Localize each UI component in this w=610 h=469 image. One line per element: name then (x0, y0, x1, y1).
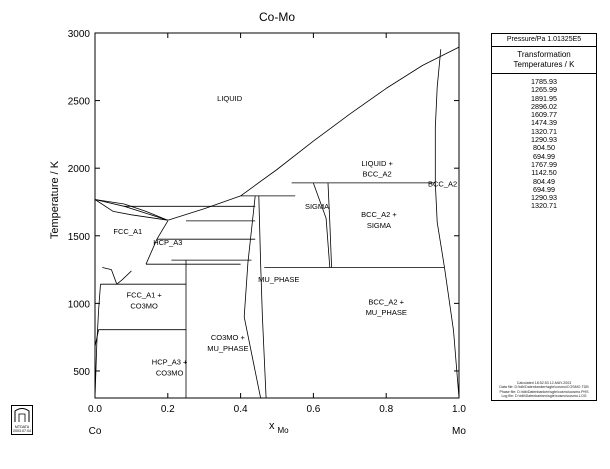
phase-boundary-line (94, 46, 460, 221)
phase-label: BCC_A2 (363, 170, 392, 179)
footer-line: Calculated 18:52:53 12-MAY-2003 (516, 381, 572, 386)
phase-label: CO3MO + (211, 333, 246, 342)
info-panel: Pressure/Pa 1.01325E5 Transformation Tem… (491, 33, 597, 401)
phase-boundary-line (116, 270, 132, 285)
plot-border (94, 32, 460, 399)
footer-line: Log file: D:\tdb\Datenbanken\sgte\cosmo\… (501, 393, 587, 398)
phase-label: BCC_A2 + (361, 210, 397, 219)
y-tick-label: 2000 (68, 164, 91, 175)
logo-icon (14, 408, 30, 422)
phase-label: CO3MO (156, 368, 184, 377)
x-axis-label-sub: Mo (278, 426, 290, 435)
x-tick-label: 0.8 (379, 404, 393, 415)
phase-boundary-line (102, 267, 118, 285)
phase-label: HCP_A3 + (152, 358, 188, 367)
transformation-temperature: 1609.77 (531, 110, 557, 120)
footer-line: Phase file: D:\tdb\Datenbanken\sgte\cosm… (499, 389, 589, 394)
phase-label: LIQUID (217, 94, 243, 103)
y-axis-label: Temperature / K (49, 160, 61, 239)
transformation-temperature: 1142.50 (531, 168, 557, 178)
transformation-temperature: 1767.99 (531, 159, 557, 169)
phase-boundary-line (145, 239, 158, 265)
phase-label: SIGMA (305, 202, 329, 211)
phase-boundary-line (94, 199, 168, 221)
phase-label: FCC_A1 (113, 227, 142, 236)
x-tick-label: 1.0 (452, 404, 466, 415)
phase-boundary-line (156, 220, 169, 240)
transformation-title-line1: Transformation (517, 50, 571, 59)
y-tick-label: 500 (73, 367, 90, 378)
transformation-temperature: 694.99 (533, 151, 555, 161)
phase-boundary-line (434, 49, 460, 399)
phase-label: BCC_A2 (428, 180, 457, 189)
phase-label: BCC_A2 + (368, 297, 404, 306)
transformation-temperature: 1290.93 (531, 193, 557, 203)
phase-boundary-line (258, 195, 267, 399)
y-tick-label: 1000 (68, 299, 91, 310)
phase-boundary-line (243, 195, 261, 399)
transformation-temperature: 804.50 (533, 143, 555, 153)
phase-label: MU_PHASE (258, 275, 299, 284)
x-tick-label: 0.0 (88, 404, 102, 415)
transformation-temperature: 804.49 (533, 176, 555, 186)
transformation-temperature: 1290.93 (531, 135, 557, 145)
phase-label: FCC_A1 + (127, 291, 163, 300)
transformation-temperature: 1474.39 (531, 118, 557, 128)
y-tick-label: 2500 (68, 97, 91, 108)
y-tick-label: 3000 (68, 29, 91, 40)
transformation-temperature: 2896.02 (531, 101, 557, 111)
phase-boundary-line (94, 310, 99, 399)
transformation-title: Transformation Temperatures / K (492, 50, 596, 74)
phase-label: CO3MO (130, 301, 158, 310)
chart-title: Co-Mo (259, 10, 295, 24)
left-element-label: Co (89, 426, 102, 437)
x-tick-label: 0.6 (306, 404, 320, 415)
transformation-title-line2: Temperatures / K (513, 60, 575, 69)
phase-label: LIQUID + (361, 159, 393, 168)
phase-label: MU_PHASE (366, 308, 407, 317)
phase-boundaries (94, 46, 460, 399)
phase-boundary-line (94, 199, 168, 221)
phase-label: MU_PHASE (207, 344, 248, 353)
x-axis-label-main: x (269, 420, 275, 432)
transformation-temperature: 1785.93 (531, 77, 557, 86)
transformation-temperature: 694.99 (533, 184, 555, 194)
y-tick-label: 1500 (68, 232, 91, 243)
phase-label: SIGMA (367, 221, 391, 230)
phase-boundary-line (313, 182, 331, 268)
phase-label: HCP_A3 (153, 238, 182, 247)
mtdata-logo: MTDATA 2003.07.04 (11, 405, 33, 435)
x-tick-label: 0.2 (161, 404, 175, 415)
transformation-temperature: 1891.95 (531, 93, 557, 103)
pressure-readout: Pressure/Pa 1.01325E5 (492, 34, 596, 47)
logo-code: 2003.07.04 (13, 429, 31, 433)
phase-boundary-line (98, 284, 101, 311)
right-element-label: Mo (452, 426, 466, 437)
plot-frame (94, 32, 460, 399)
logo-name: MTDATA (14, 425, 30, 429)
transformation-temperature: 1320.71 (531, 201, 557, 211)
footer-line: Data file: D:\tdb\Datenbanken\sgte\cosmo… (499, 385, 589, 390)
phase-boundary-line (327, 183, 332, 268)
transformation-temperature: 1265.99 (531, 85, 557, 95)
phase-boundary-line (94, 329, 186, 347)
axis-ticks: 0.0 0.2 0.4 0.6 0.8 1.0 500 1000 1500 2000 2500 300… (68, 29, 467, 415)
transformation-temperature: 1320.71 (531, 126, 557, 136)
x-tick-label: 0.4 (234, 404, 248, 415)
